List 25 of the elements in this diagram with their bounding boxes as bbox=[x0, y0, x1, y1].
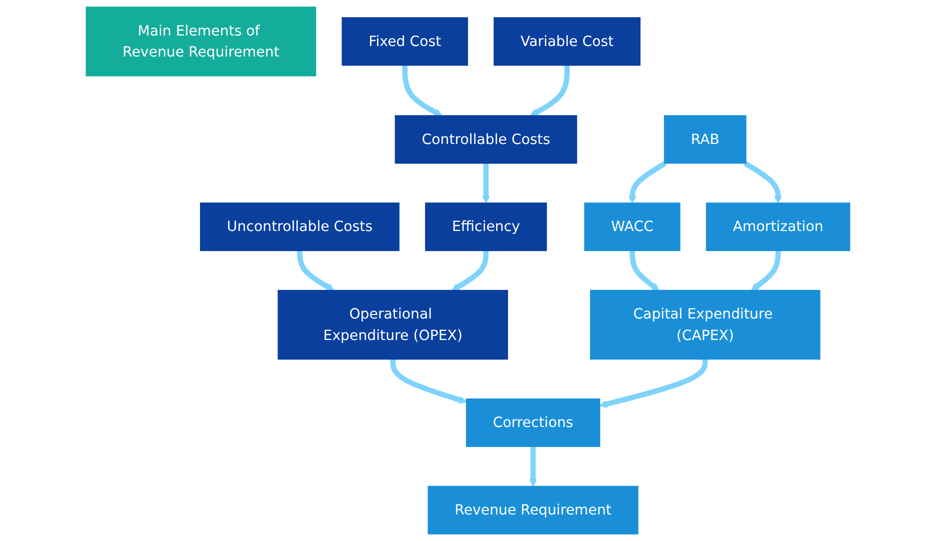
arrow bbox=[530, 65, 570, 116]
node-box: Controllable Costs bbox=[394, 115, 578, 164]
arrow bbox=[744, 161, 782, 204]
node-box: Amortization bbox=[706, 202, 850, 252]
node-box: Capital Expenditure (CAPEX) bbox=[590, 290, 820, 360]
node-box: Fixed Cost bbox=[342, 17, 468, 66]
node-box: Corrections bbox=[466, 398, 600, 448]
arrow bbox=[529, 446, 537, 487]
node-box: Main Elements of Revenue Requirement bbox=[86, 6, 316, 76]
arrow bbox=[390, 359, 467, 404]
arrow bbox=[599, 359, 708, 408]
arrow bbox=[630, 250, 660, 291]
arrow bbox=[482, 163, 490, 204]
node-box: Operational Expenditure (OPEX) bbox=[278, 290, 508, 360]
arrow bbox=[751, 250, 781, 291]
node-box: Uncontrollable Costs bbox=[200, 202, 400, 252]
arrow bbox=[297, 250, 334, 291]
arrow bbox=[628, 161, 667, 204]
arrow bbox=[452, 250, 489, 291]
arrow bbox=[402, 65, 442, 116]
node-box: Efficiency bbox=[425, 202, 547, 252]
node-box: RAB bbox=[664, 115, 746, 164]
node-box: Variable Cost bbox=[494, 17, 641, 66]
node-box: WACC bbox=[584, 202, 680, 252]
node-box: Revenue Requirement bbox=[428, 486, 638, 534]
